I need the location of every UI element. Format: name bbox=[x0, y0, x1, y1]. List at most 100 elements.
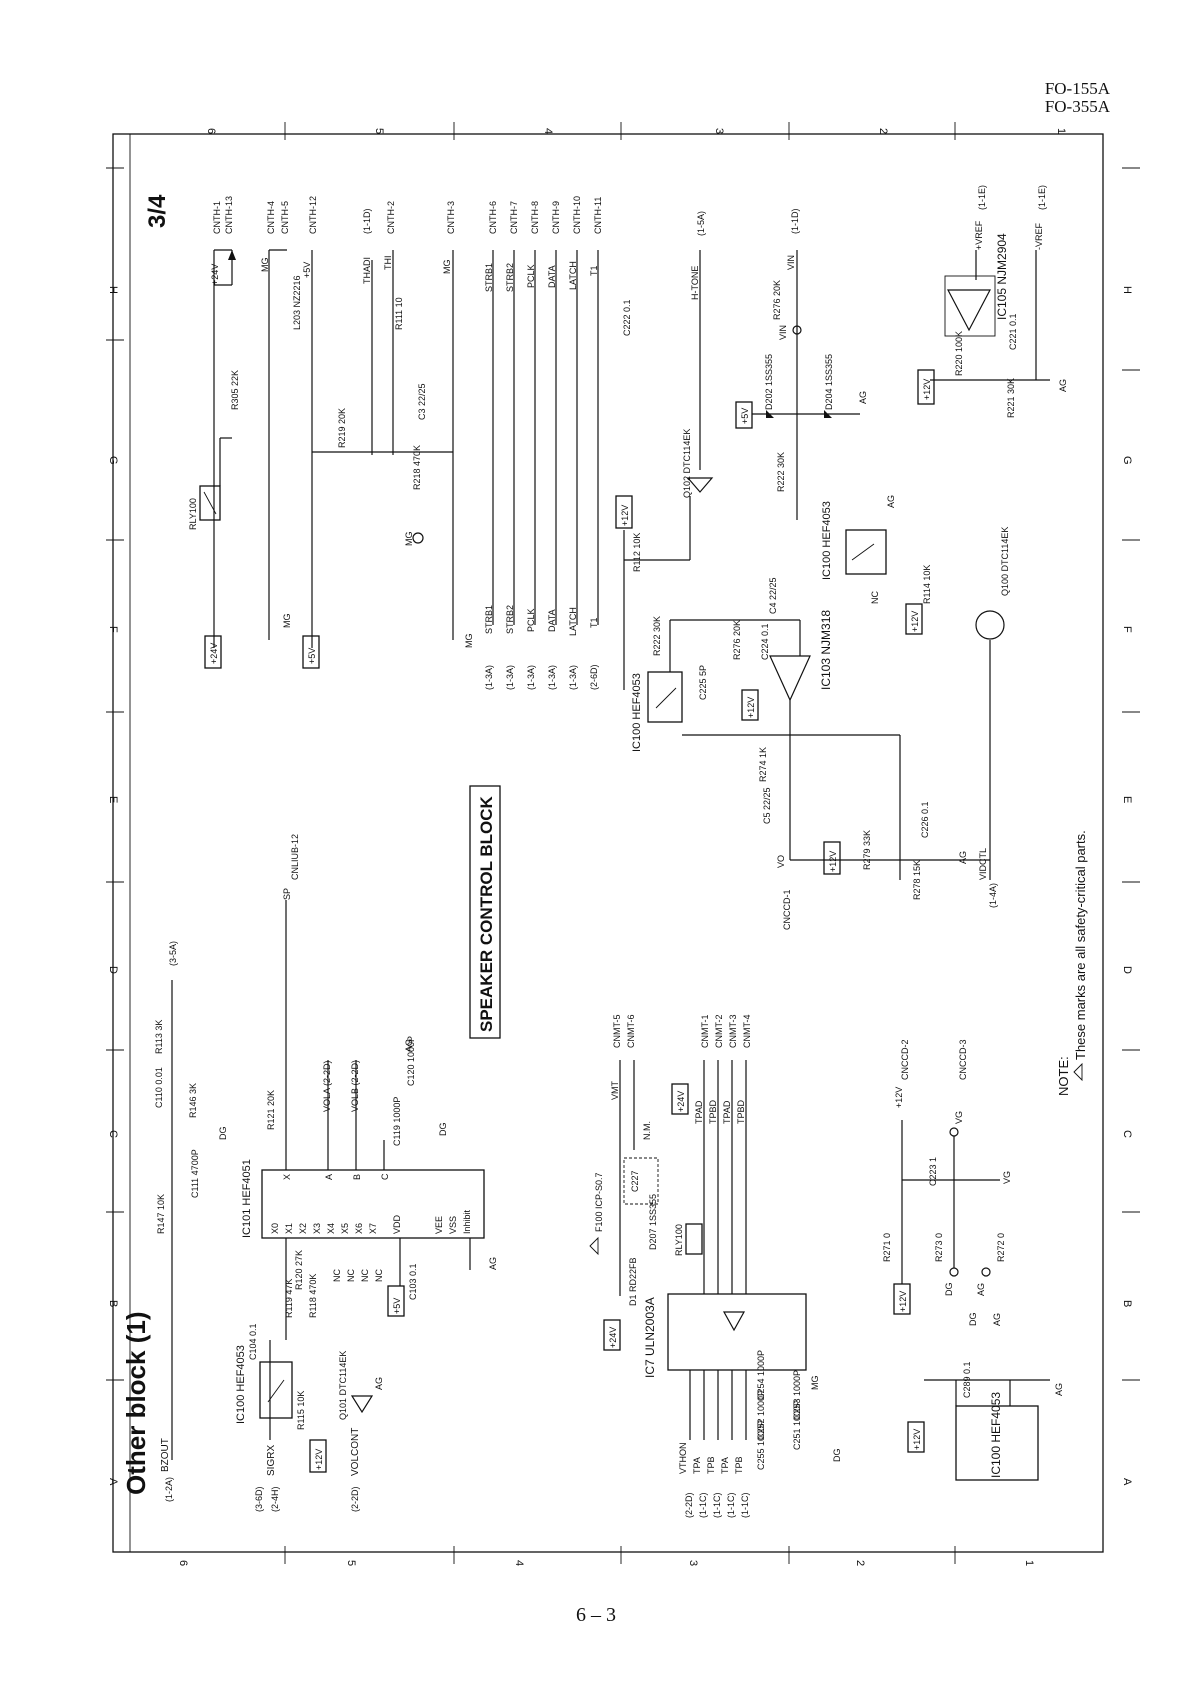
grid-num-bottom-6: 6 bbox=[177, 1560, 189, 1566]
mli-ref-0: (1-3A) bbox=[484, 665, 494, 690]
ic101-pin-x7: X7 bbox=[368, 1223, 378, 1234]
sig-t1-top: T1 bbox=[589, 265, 599, 276]
grid-letter-right-E: E bbox=[1121, 796, 1133, 803]
q102-transistor-icon bbox=[686, 477, 714, 493]
ic7-label: IC7 ULN2003A bbox=[643, 1297, 657, 1378]
rail-5v-box: +5V bbox=[307, 648, 317, 664]
ic7-driver-icon bbox=[722, 1311, 746, 1332]
bi-ref-3: (1-1C) bbox=[726, 1492, 736, 1518]
bi-ref-1: (1-1C) bbox=[698, 1492, 708, 1518]
sig-thadi: THADI bbox=[362, 257, 372, 284]
grid-letter-right-G: G bbox=[1121, 456, 1133, 465]
r146-label: R146 3K bbox=[188, 1083, 198, 1118]
r114-label: R114 10K bbox=[922, 565, 932, 604]
c252-label: C252 1000P bbox=[756, 1390, 766, 1440]
ref-3-5a: (3-5A) bbox=[168, 941, 178, 966]
ic101-pin-b: B bbox=[352, 1174, 362, 1180]
r119-label: R119 47K bbox=[284, 1279, 294, 1318]
cnth-9-label: CNTH-9 bbox=[551, 201, 561, 234]
d207-label: D207 1SS355 bbox=[648, 1194, 658, 1250]
c5-label: C5 22/25 bbox=[762, 787, 772, 824]
r112-label: R112 10K bbox=[632, 533, 642, 572]
grid-num-top-6: 6 bbox=[205, 128, 217, 134]
r276-label: R276 20K bbox=[732, 620, 742, 660]
grid-letter-left-E: E bbox=[107, 796, 119, 803]
cnth-1-label: CNTH-1 bbox=[212, 201, 222, 234]
tp-tpbd-2: TPBD bbox=[736, 1099, 746, 1124]
sig-strb2-top: STRB2 bbox=[505, 263, 515, 292]
bi-name-2: TPB bbox=[706, 1456, 716, 1474]
mli-name-0: STRB1 bbox=[484, 605, 494, 634]
ag-ic100-bottom: AG bbox=[1054, 1383, 1064, 1396]
cnccd-section: +12V CNCCD-2 CNCCD-3 VG C223 1 VG R271 0… bbox=[882, 1040, 1012, 1327]
ref-1-1e-b: (1-1E) bbox=[1037, 185, 1047, 210]
cnth-12-label: CNTH-12 bbox=[308, 196, 318, 234]
r111-label: R111 10 bbox=[394, 297, 404, 330]
bi-name-4: TPB bbox=[734, 1456, 744, 1474]
rail-12v-ic105: +12V bbox=[922, 379, 932, 400]
rail-5v-d202: +5V bbox=[740, 408, 750, 424]
c3-label: C3 22/25 bbox=[417, 383, 427, 420]
mli-ref-1: (1-3A) bbox=[505, 665, 515, 690]
mli-name-4: LATCH bbox=[568, 607, 578, 636]
ic101-pin-x0: X0 bbox=[270, 1223, 280, 1234]
grid-letter-left-A: A bbox=[107, 1478, 119, 1486]
grid-letter-right-B: B bbox=[1121, 1300, 1133, 1307]
ic101-section: IC101 HEF4051 X0 X1 X2 X3 X4 X5 X6 X7 VD… bbox=[241, 834, 498, 1340]
grid-numbers: 6 5 4 3 2 1 6 5 4 3 2 1 bbox=[177, 128, 1067, 1566]
mg-gnd-2: MG bbox=[464, 634, 474, 649]
rail-boxes-top: +24V +5V MG MG bbox=[204, 614, 474, 669]
r273-label: R273 0 bbox=[934, 1233, 944, 1262]
mli-ref-2: (1-3A) bbox=[526, 665, 536, 690]
ic101-pin-x6: X6 bbox=[354, 1223, 364, 1234]
vg-label-1: VG bbox=[954, 1111, 964, 1124]
vref-minus: -VREF bbox=[1034, 222, 1044, 250]
c227-label: C227 bbox=[630, 1170, 640, 1192]
grid-letter-right-C: C bbox=[1121, 1130, 1133, 1138]
ic105-opamp-icon bbox=[947, 289, 991, 332]
sig-24v-top: +24V bbox=[210, 264, 220, 285]
mli-name-2: PCLK bbox=[526, 608, 536, 632]
ic100-bottom-label-ic: IC100 HEF4053 bbox=[989, 1392, 1003, 1478]
sig-thi: THI bbox=[383, 256, 393, 271]
mli-name-1: STRB2 bbox=[505, 605, 515, 634]
vola-label: VOLA (2-2D) bbox=[322, 1060, 332, 1112]
rail-12v-r279: +12V bbox=[828, 851, 838, 872]
grid-num-bottom-1: 1 bbox=[1023, 1560, 1035, 1566]
grid-letter-right-D: D bbox=[1121, 966, 1133, 974]
sig-h-tone: H-TONE bbox=[690, 266, 700, 300]
note-label: NOTE: bbox=[1056, 1056, 1071, 1096]
nc-right: NC bbox=[870, 591, 880, 604]
rail-12v-q102: +12V bbox=[620, 505, 630, 526]
c110-label: C110 0.01 bbox=[154, 1067, 164, 1108]
grid-num-top-3: 3 bbox=[713, 128, 725, 134]
ic101-pin-vee: VEE bbox=[434, 1216, 444, 1234]
model-line-2: FO-355A bbox=[1044, 97, 1110, 116]
rly100-upper-label: RLY100 bbox=[188, 498, 198, 530]
vg-label-2: VG bbox=[1002, 1171, 1012, 1184]
bi-name-3: TPA bbox=[720, 1457, 730, 1474]
grid-num-top-5: 5 bbox=[373, 128, 385, 134]
c119-label: C119 1000P bbox=[392, 1097, 402, 1146]
grid-num-bottom-5: 5 bbox=[345, 1560, 357, 1566]
li-ref-1: (3-6D) bbox=[254, 1486, 264, 1512]
cnmt-4-label: CNMT-4 bbox=[742, 1015, 752, 1049]
r222-label: R222 30K bbox=[652, 616, 662, 656]
cnth-6-label: CNTH-6 bbox=[488, 201, 498, 234]
nc-2: NC bbox=[346, 1269, 356, 1282]
grid-num-top-4: 4 bbox=[542, 128, 554, 134]
nm-label: N.M. bbox=[642, 1121, 652, 1140]
ref-1-4a: (1-4A) bbox=[988, 883, 998, 908]
c225-label: C225 5P bbox=[698, 665, 708, 700]
nc-1: NC bbox=[332, 1269, 342, 1282]
left-inputs: (1-2A) BZOUT (3-5A) R113 3K C110 0.01 R1… bbox=[154, 941, 361, 1512]
grid-letter-left-C: C bbox=[107, 1130, 119, 1138]
ic101-pin-x1: X1 bbox=[284, 1223, 294, 1234]
model-number: FO-155A FO-355A bbox=[1045, 80, 1110, 116]
mli-ref-4: (1-3A) bbox=[568, 665, 578, 690]
ic103-label: IC103 NJM318 bbox=[819, 610, 833, 690]
r218-label: R218 470K bbox=[412, 445, 422, 490]
c253-label: C253 1000P bbox=[792, 1370, 802, 1420]
r271-label: R271 0 bbox=[882, 1233, 892, 1262]
ag-c120: AG bbox=[404, 1039, 414, 1052]
